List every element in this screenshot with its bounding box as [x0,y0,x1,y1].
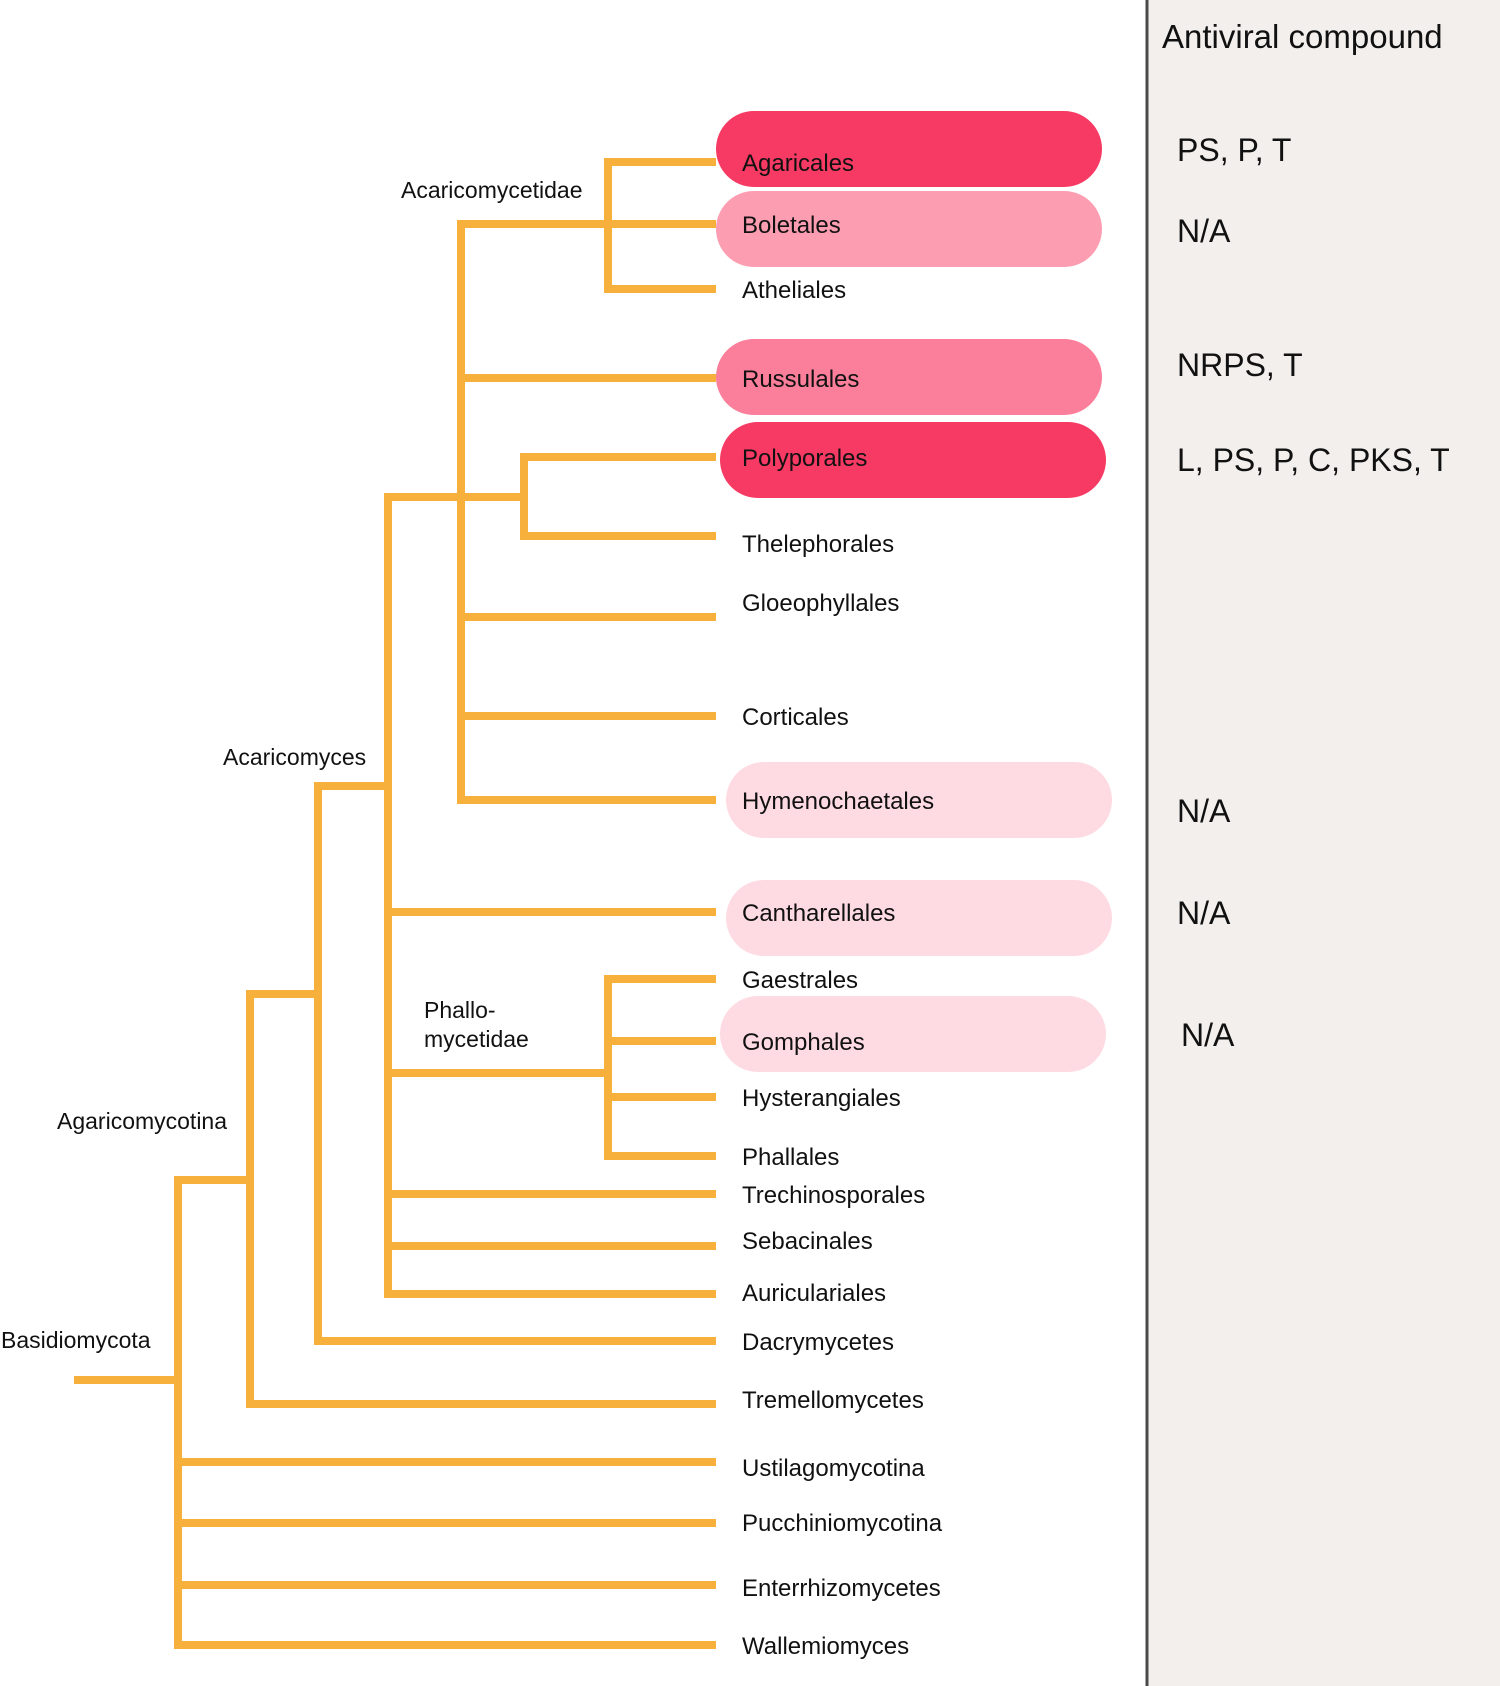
taxon-label-ustilagomycotina: Ustilagomycotina [742,1455,925,1482]
taxon-label-enterrhizomycetes: Enterrhizomycetes [742,1575,941,1602]
clade-label-acaricomyces: Acaricomyces [223,744,366,770]
clade-label-basidiomycota: Basidiomycota [1,1327,151,1353]
taxon-label-cantharellales: Cantharellales [742,900,895,927]
taxon-labels: AgaricalesBoletalesAthelialesRussulalesP… [742,150,943,1660]
compound-value-boletales: N/A [1177,213,1231,249]
clade-label-acaricomycetidae: Acaricomycetidae [401,177,583,203]
highlight-pill-russulales [716,339,1102,415]
taxon-label-corticales: Corticales [742,704,849,731]
tree-branches [74,158,716,1649]
taxon-label-gaestrales: Gaestrales [742,967,858,994]
clade-label-phallomycetidae-line1: Phallo- [424,997,496,1023]
taxon-label-trechinosporales: Trechinosporales [742,1182,925,1209]
taxon-label-phallales: Phallales [742,1144,839,1171]
taxon-label-atheliales: Atheliales [742,277,846,304]
highlight-pill-agaricales [716,111,1102,187]
highlight-pill-cantharellales [726,880,1112,956]
compound-value-russulales: NRPS, T [1177,347,1303,383]
taxon-label-hysterangiales: Hysterangiales [742,1085,901,1112]
taxon-label-agaricales: Agaricales [742,150,854,177]
taxon-label-thelephorales: Thelephorales [742,531,894,558]
taxon-label-sebacinales: Sebacinales [742,1228,873,1255]
taxon-label-russulales: Russulales [742,366,859,393]
compound-column-header: Antiviral compound [1162,18,1443,55]
highlight-pill-gomphales [720,996,1106,1072]
taxon-label-hymenochaetales: Hymenochaetales [742,788,934,815]
compound-value-polyporales: L, PS, P, C, PKS, T [1177,442,1450,478]
taxon-label-auriculariales: Auriculariales [742,1280,886,1307]
taxon-label-pucchiniomycotina: Pucchiniomycotina [742,1510,943,1537]
compound-value-cantharellales: N/A [1177,895,1231,931]
clade-label-agaricomycotina: Agaricomycotina [57,1108,227,1134]
compound-value-gomphales: N/A [1181,1017,1235,1053]
taxon-label-polyporales: Polyporales [742,445,867,472]
highlight-pills [716,111,1112,1072]
highlight-pill-hymenochaetales [726,762,1112,838]
highlight-pill-boletales [716,191,1102,267]
compound-value-hymenochaetales: N/A [1177,793,1231,829]
taxon-label-dacrymycetes: Dacrymycetes [742,1329,894,1356]
taxon-label-tremellomycetes: Tremellomycetes [742,1387,924,1414]
highlight-pill-polyporales [720,422,1106,498]
taxon-label-boletales: Boletales [742,212,841,239]
clade-labels: Acaricomycetidae Acaricomyces Phallo- my… [1,177,583,1353]
compound-values: PS, P, T N/A NRPS, T L, PS, P, C, PKS, T N/A… [1177,132,1450,1053]
clade-label-phallomycetidae-line2: mycetidae [424,1026,529,1052]
taxon-label-wallemiomyces: Wallemiomyces [742,1633,909,1660]
taxon-label-gomphales: Gomphales [742,1029,865,1056]
compound-panel-background [1146,0,1500,1686]
taxon-label-gloeophyllales: Gloeophyllales [742,590,899,617]
compound-value-agaricales: PS, P, T [1177,132,1291,168]
